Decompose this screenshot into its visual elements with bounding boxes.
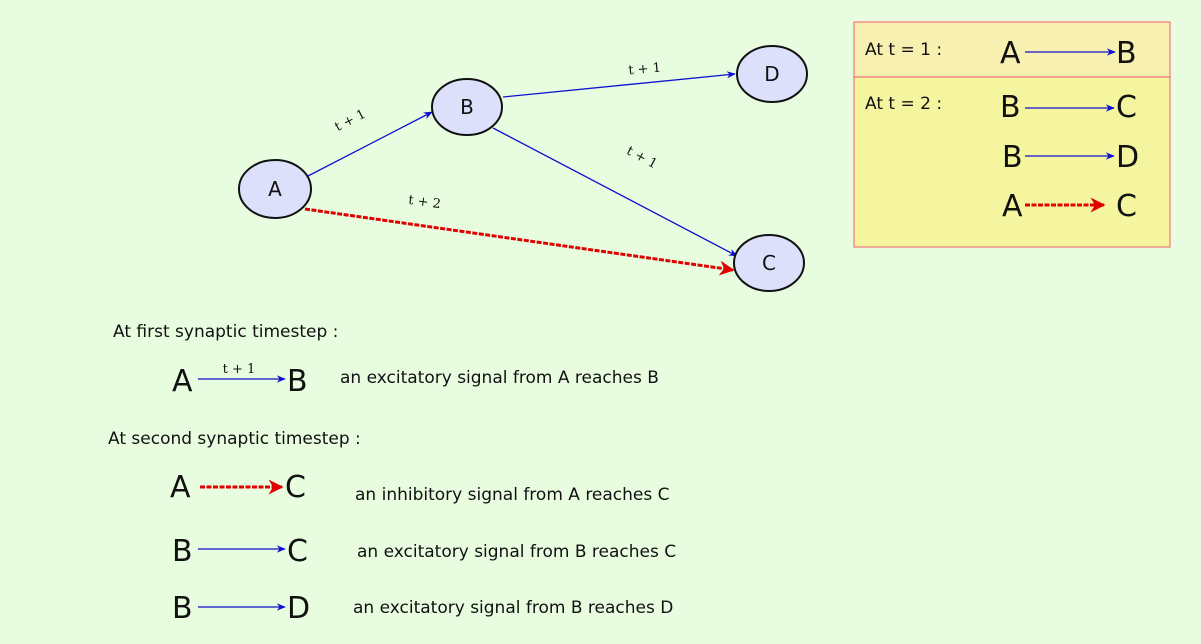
- first-row1-arrow-label: t + 1: [223, 362, 256, 377]
- timeline-t1-label: At t = 1 :: [865, 40, 942, 60]
- edge-b-c: [492, 127, 738, 257]
- edge-label-a-b: t + 1: [332, 107, 368, 135]
- edge-label-b-c: t + 1: [624, 144, 660, 173]
- timeline-t2-row1-to: C: [1116, 90, 1137, 125]
- edge-a-b: [307, 111, 433, 177]
- timeline-t1-to: B: [1116, 36, 1137, 71]
- second-timestep-heading: At second synaptic timestep :: [108, 429, 361, 449]
- edge-a-c: [304, 207, 735, 276]
- timeline-t2-panel: [853, 76, 1171, 248]
- node-d: D: [736, 45, 808, 103]
- second-row3-from: B: [172, 591, 193, 626]
- second-row1-text: an inhibitory signal from A reaches C: [355, 485, 670, 505]
- second-row3-to: D: [287, 591, 310, 626]
- node-b-label: B: [460, 95, 474, 119]
- first-row1-from: A: [172, 364, 193, 399]
- second-row2-text: an excitatory signal from B reaches C: [357, 542, 676, 562]
- edge-b-d: [502, 71, 736, 98]
- first-row1-text: an excitatory signal from A reaches B: [340, 368, 659, 388]
- node-c: C: [733, 234, 805, 292]
- node-a-label: A: [268, 177, 282, 201]
- first-row1-to: B: [287, 364, 308, 399]
- explanation-second: At second synaptic timestep : A C an inh…: [108, 429, 676, 626]
- edge-label-b-d: t + 1: [628, 61, 662, 79]
- timeline-t2-row3-from: A: [1002, 189, 1023, 224]
- timeline-t2-row3-to: C: [1116, 189, 1137, 224]
- timeline-t2-row1-from: B: [1000, 90, 1021, 125]
- second-row1-from: A: [170, 470, 191, 505]
- node-b: B: [431, 78, 503, 136]
- edge-labels: t + 1 t + 1 t + 1 t + 2: [332, 61, 661, 213]
- timeline-t2-row2-to: D: [1116, 140, 1139, 175]
- node-c-label: C: [762, 251, 776, 275]
- graph-nodes: A B C D: [238, 45, 808, 292]
- explanation-first: At first synaptic timestep : A t + 1 B a…: [113, 322, 659, 399]
- edge-label-a-c: t + 2: [407, 193, 441, 212]
- graph-edges: [304, 71, 738, 276]
- second-row1-to: C: [285, 470, 306, 505]
- timeline-box: At t = 1 : A B At t = 2 : B C B D A C: [853, 21, 1171, 248]
- timeline-t1-from: A: [1000, 36, 1021, 71]
- second-row2-from: B: [172, 534, 193, 569]
- node-d-label: D: [764, 62, 779, 86]
- node-a: A: [238, 159, 312, 219]
- timeline-t1-panel: [853, 21, 1171, 78]
- second-row3-text: an excitatory signal from B reaches D: [353, 598, 673, 618]
- timeline-t2-row2-from: B: [1002, 140, 1023, 175]
- first-timestep-heading: At first synaptic timestep :: [113, 322, 338, 342]
- second-row2-to: C: [287, 534, 308, 569]
- timeline-t2-label: At t = 2 :: [865, 94, 942, 114]
